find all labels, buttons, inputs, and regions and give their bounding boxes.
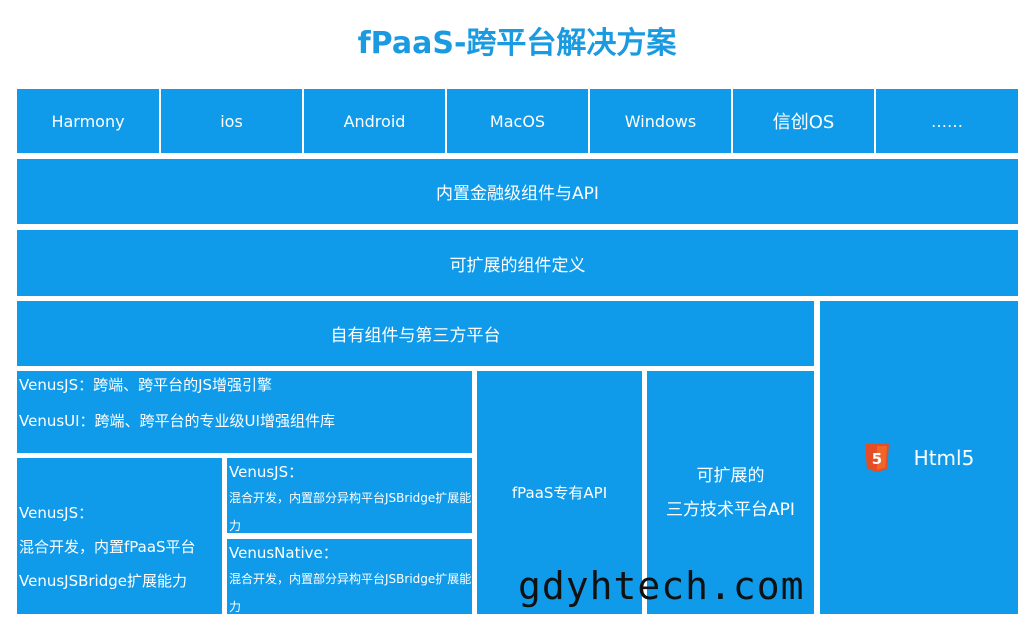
os-label: 信创OS: [772, 112, 835, 133]
os-android: Android: [304, 89, 445, 153]
financial-components-row: 内置金融级组件与API: [17, 159, 1018, 224]
os-harmony: Harmony: [17, 89, 159, 153]
own-components-label: 自有组件与第三方平台: [330, 326, 501, 346]
html5-icon: 5: [864, 443, 889, 472]
hybrid-venusjs-block: VenusJS： 混合开发，内置fPaaS平台 VenusJSBridge扩展能…: [17, 458, 222, 614]
hybrid-venusjs-line1: 混合开发，内置fPaaS平台: [19, 538, 196, 556]
os-label: ……: [931, 111, 963, 131]
page-title: fPaaS-跨平台解决方案: [357, 26, 677, 61]
os-label: MacOS: [489, 111, 546, 131]
venusjs-sub-title: VenusJS：: [229, 463, 304, 481]
hybrid-venusjs-title: VenusJS：: [19, 504, 94, 522]
html5-icon-digit: 5: [871, 450, 881, 468]
fpaas-api-label: fPaaS专有API: [511, 484, 608, 502]
html5-label: Html5: [913, 445, 975, 470]
venusjs-engine-text: VenusJS：跨端、跨平台的JS增强引擎: [19, 376, 273, 394]
venusnative-sub-block: VenusNative： 混合开发，内置部分异构平台JSBridge扩展能力: [227, 539, 472, 614]
third-party-api-line2: 三方技术平台API: [666, 499, 795, 520]
own-components-row: 自有组件与第三方平台: [17, 301, 814, 366]
os-windows: Windows: [590, 89, 731, 153]
third-party-api-line1: 可扩展的: [696, 465, 765, 486]
venus-engine-block: VenusJS：跨端、跨平台的JS增强引擎 VenusUI：跨端、跨平台的专业级…: [17, 371, 472, 453]
os-label: Windows: [624, 111, 697, 131]
venusui-library-text: VenusUI：跨端、跨平台的专业级UI增强组件库: [19, 412, 335, 430]
venusnative-sub-title: VenusNative：: [229, 544, 338, 562]
venusjs-sub-desc: 混合开发，内置部分异构平台JSBridge扩展能力: [229, 491, 472, 533]
os-xinchuang: 信创OS: [733, 89, 874, 153]
venusnative-sub-desc: 混合开发，内置部分异构平台JSBridge扩展能力: [229, 572, 472, 614]
html5-block: 5 Html5: [820, 301, 1018, 614]
os-label: Android: [343, 111, 406, 131]
hybrid-venusjs-line2: VenusJSBridge扩展能力: [19, 572, 187, 590]
os-label: Harmony: [51, 111, 125, 131]
venusjs-sub-block: VenusJS： 混合开发，内置部分异构平台JSBridge扩展能力: [227, 458, 472, 533]
os-macos: MacOS: [447, 89, 588, 153]
third-party-api-block: 可扩展的 三方技术平台API: [647, 371, 814, 614]
os-ios: ios: [161, 89, 302, 153]
os-label: ios: [220, 111, 243, 131]
extensible-components-label: 可扩展的组件定义: [449, 255, 586, 276]
os-more: ……: [876, 89, 1018, 153]
fpaas-api-block: fPaaS专有API: [477, 371, 642, 614]
financial-components-label: 内置金融级组件与API: [436, 184, 599, 204]
extensible-components-row: 可扩展的组件定义: [17, 230, 1018, 296]
watermark: gdyhtech.com: [518, 564, 805, 608]
